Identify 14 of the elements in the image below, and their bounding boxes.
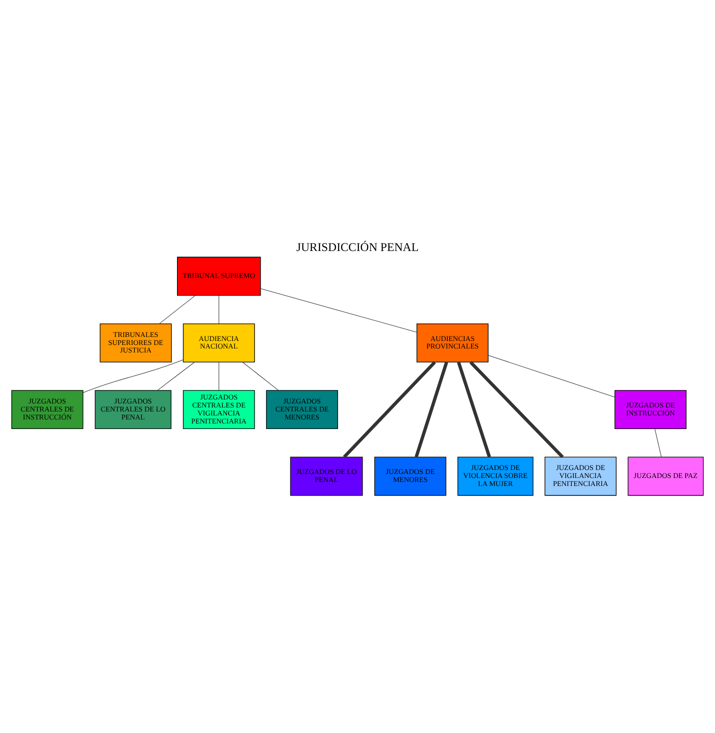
- connector: [218, 294, 220, 324]
- connector: [469, 360, 564, 458]
- connector: [342, 360, 436, 458]
- connector: [654, 428, 662, 457]
- connector: [82, 358, 184, 392]
- connector: [242, 361, 279, 390]
- connector: [157, 361, 195, 390]
- connector: [159, 294, 196, 324]
- connector: [260, 288, 418, 332]
- diagram-title: JURISDICCIÓN PENAL: [296, 239, 419, 254]
- connector: [414, 361, 448, 458]
- connector: [457, 361, 491, 458]
- connector: [488, 354, 616, 397]
- connector: [218, 361, 220, 390]
